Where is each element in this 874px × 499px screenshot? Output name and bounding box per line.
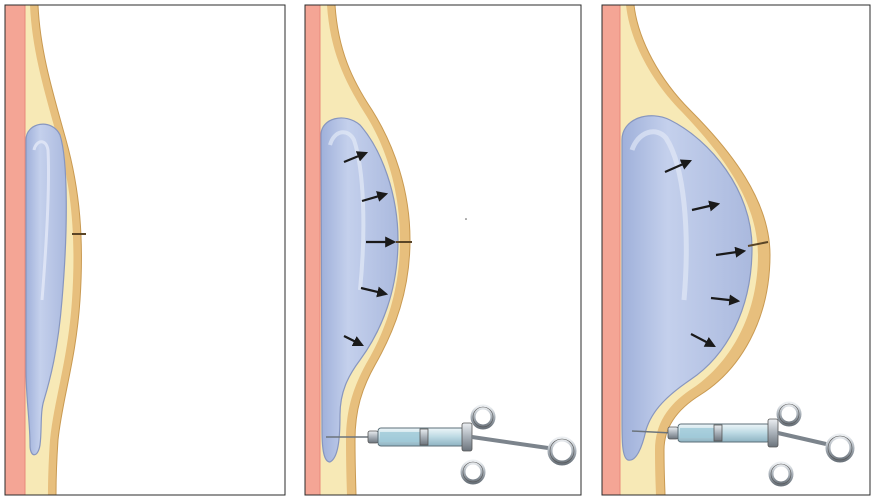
panel-2-partial-expansion xyxy=(305,5,581,495)
panel-3-full-expansion xyxy=(602,5,870,495)
panel-1-deflated-expander xyxy=(5,5,285,495)
chest-wall xyxy=(5,5,25,495)
chest-wall xyxy=(305,5,320,495)
syringe-fluid xyxy=(680,428,714,438)
syringe-fluid xyxy=(380,432,420,442)
chest-wall xyxy=(602,5,620,495)
